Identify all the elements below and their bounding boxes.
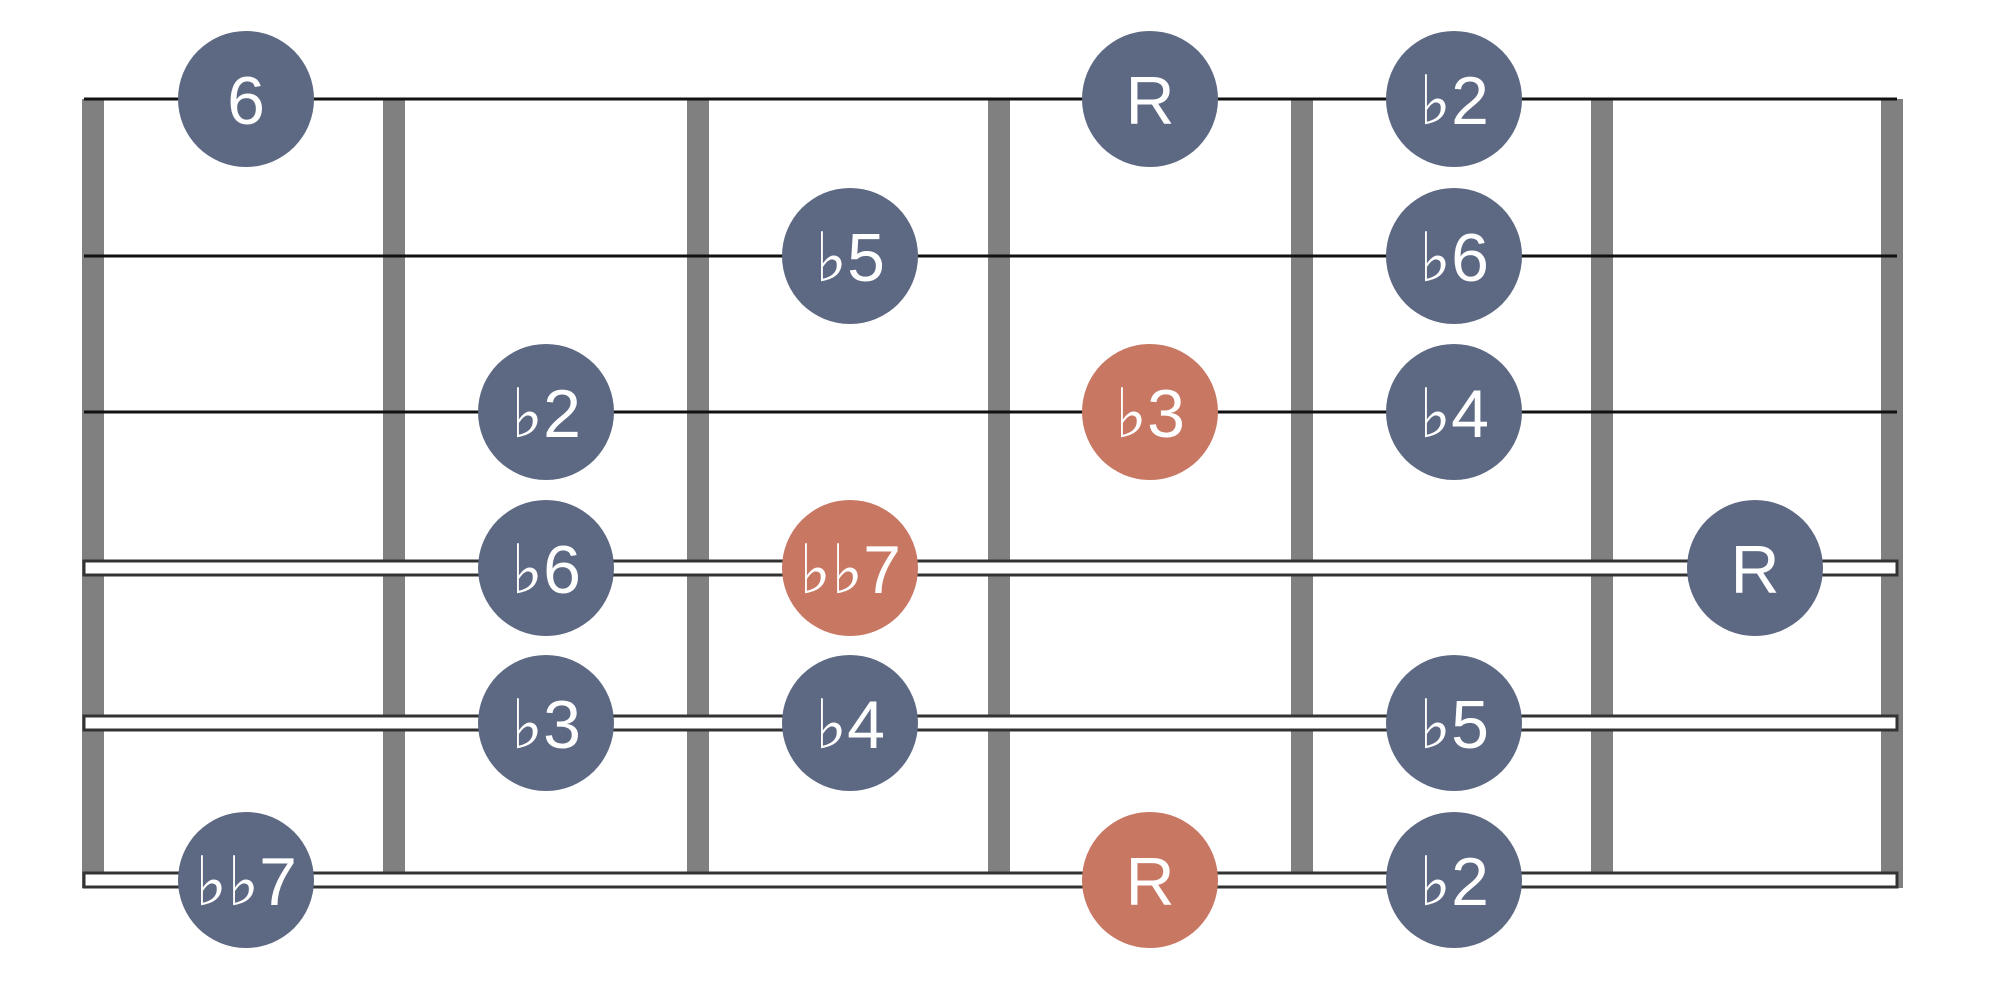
fret-6: [1881, 99, 1903, 888]
note-marker: [178, 31, 314, 167]
fret-3: [988, 99, 1010, 888]
note-marker: [782, 500, 918, 636]
note-marker: [1082, 812, 1218, 948]
fret-5: [1591, 99, 1613, 888]
string-5: [82, 714, 1899, 732]
note-label: R: [1730, 532, 1779, 608]
note-marker: [1687, 500, 1823, 636]
fret-2: [687, 99, 709, 888]
note-marker: [478, 500, 614, 636]
note-label: ♭5: [1419, 687, 1489, 763]
note-marker: [478, 344, 614, 480]
fret-0: [82, 99, 104, 888]
fret-1: [383, 99, 405, 888]
note-label: ♭4: [815, 687, 885, 763]
note-marker: [782, 655, 918, 791]
note-marker: [1386, 655, 1522, 791]
note-marker: [178, 812, 314, 948]
note-label: ♭♭7: [195, 844, 297, 920]
note-label: ♭2: [1419, 844, 1489, 920]
string-6: [82, 871, 1899, 889]
note-label: ♭5: [815, 220, 885, 296]
note-marker: [782, 188, 918, 324]
note-label: ♭3: [511, 687, 581, 763]
note-marker: [478, 655, 614, 791]
note-marker: [1082, 31, 1218, 167]
note-label: ♭♭7: [799, 532, 901, 608]
note-marker: [1386, 344, 1522, 480]
note-marker: [1386, 31, 1522, 167]
note-label: ♭3: [1115, 376, 1185, 452]
note-label: R: [1125, 844, 1174, 920]
note-label: ♭2: [1419, 63, 1489, 139]
note-label: ♭6: [511, 532, 581, 608]
note-label: R: [1125, 63, 1174, 139]
note-marker: [1082, 344, 1218, 480]
note-label: 6: [227, 63, 265, 139]
note-marker: [1386, 812, 1522, 948]
note-label: ♭4: [1419, 376, 1489, 452]
string-4: [82, 559, 1899, 577]
note-marker: [1386, 188, 1522, 324]
fret-4: [1291, 99, 1313, 888]
note-label: ♭6: [1419, 220, 1489, 296]
note-label: ♭2: [511, 376, 581, 452]
